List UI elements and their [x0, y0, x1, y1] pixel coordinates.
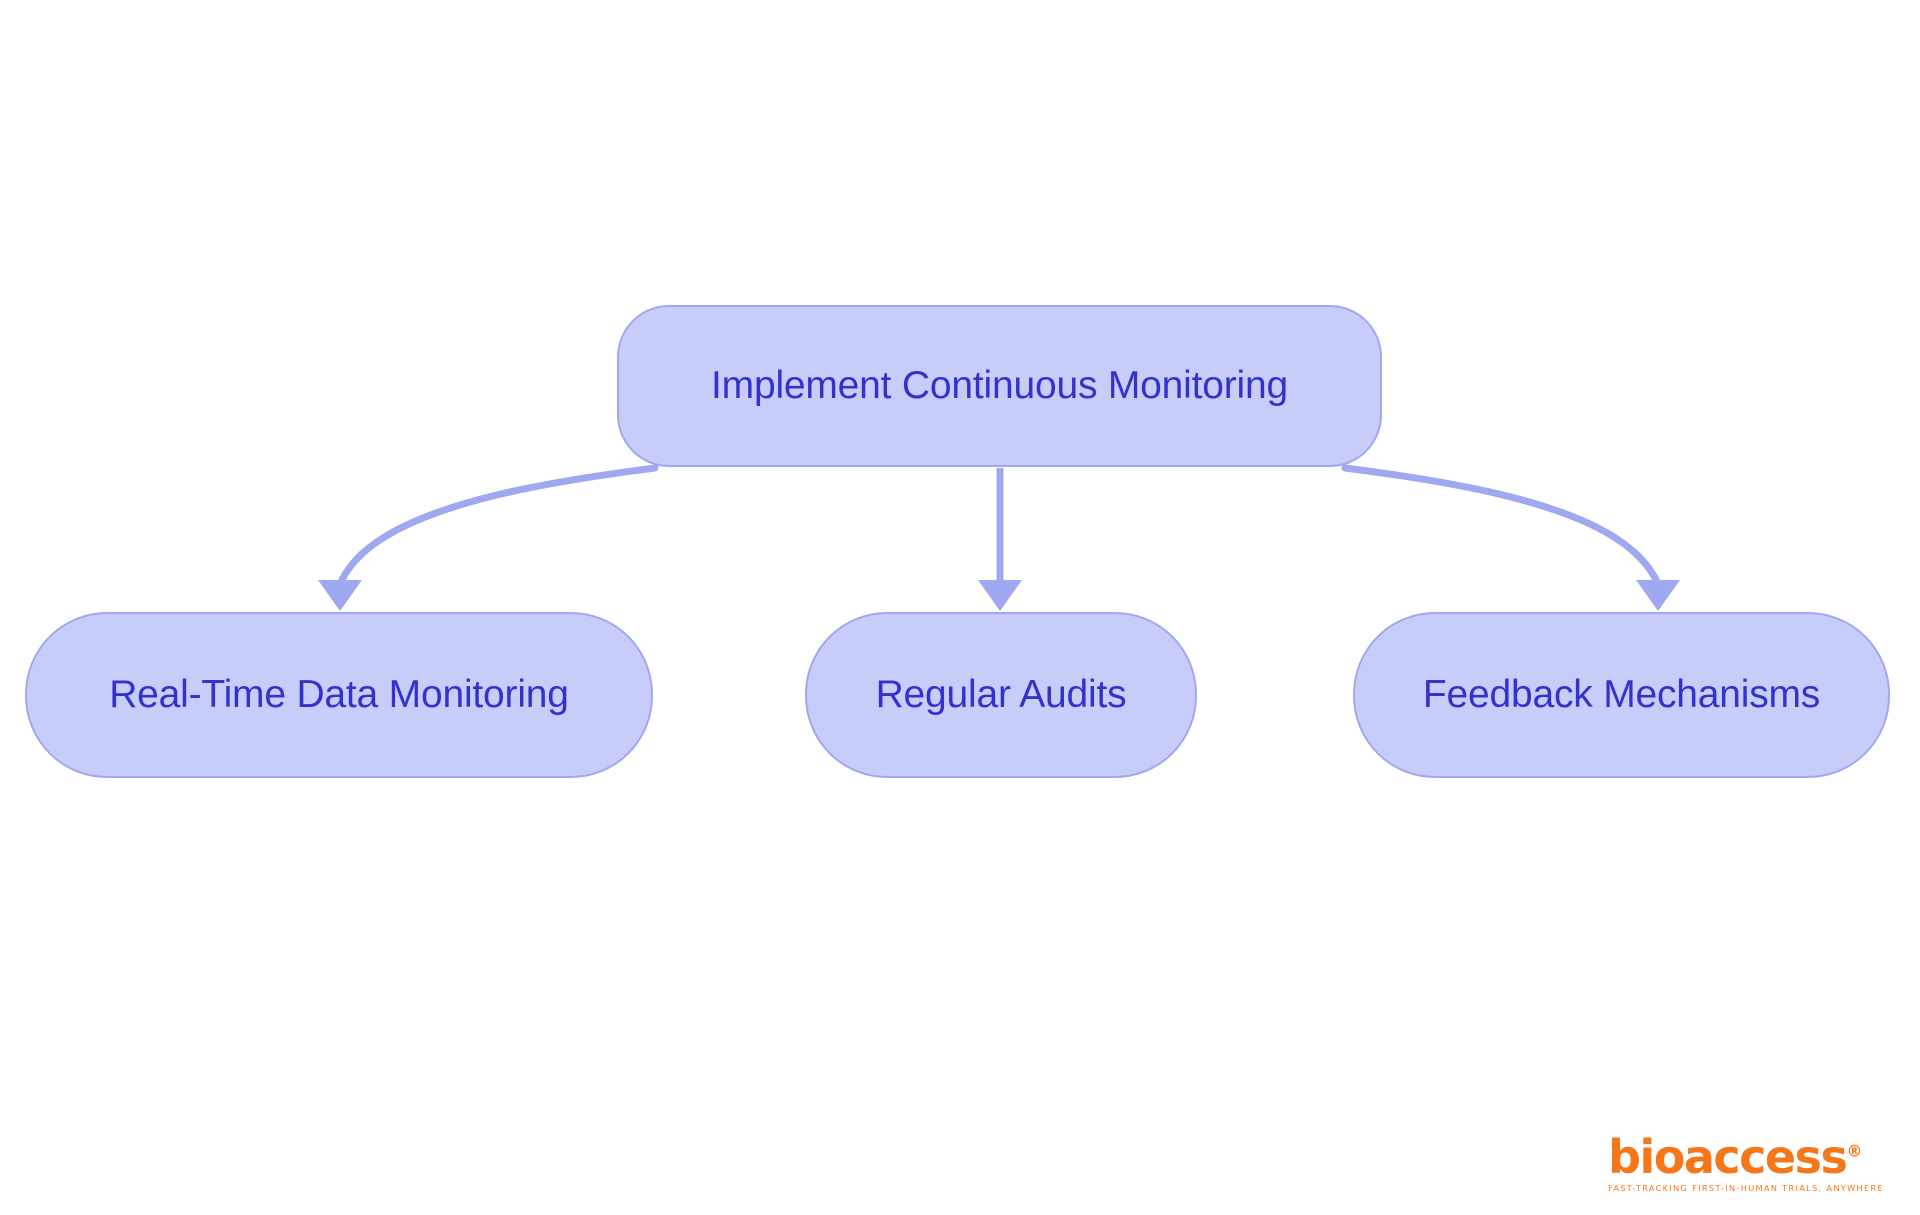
edge-root-to-realtime	[318, 464, 659, 611]
node-label: Real-Time Data Monitoring	[109, 673, 569, 716]
edge-root-to-feedback	[1341, 464, 1680, 611]
edge-root-to-audits	[978, 468, 1022, 611]
node-label: Implement Continuous Monitoring	[711, 364, 1288, 407]
node-implement-continuous-monitoring[interactable]: Implement Continuous Monitoring	[617, 305, 1382, 467]
node-feedback-mechanisms[interactable]: Feedback Mechanisms	[1353, 612, 1890, 778]
node-label: Feedback Mechanisms	[1422, 673, 1821, 716]
logo-tagline: FAST-TRACKING FIRST-IN-HUMAN TRIALS, ANY…	[1608, 1183, 1884, 1193]
registered-trademark-icon: ®	[1846, 1141, 1863, 1161]
arrowhead-realtime	[318, 580, 362, 611]
node-regular-audits[interactable]: Regular Audits	[805, 612, 1197, 778]
node-label: Regular Audits	[875, 673, 1127, 716]
arrowhead-feedback	[1636, 580, 1680, 611]
node-real-time-data-monitoring[interactable]: Real-Time Data Monitoring	[25, 612, 653, 778]
logo-wordmark: bioaccess®	[1608, 1134, 1862, 1180]
bioaccess-logo: bioaccess® FAST-TRACKING FIRST-IN-HUMAN …	[1608, 1134, 1884, 1193]
logo-wordmark-text: bioaccess	[1608, 1130, 1848, 1184]
arrowhead-audits	[978, 580, 1022, 611]
